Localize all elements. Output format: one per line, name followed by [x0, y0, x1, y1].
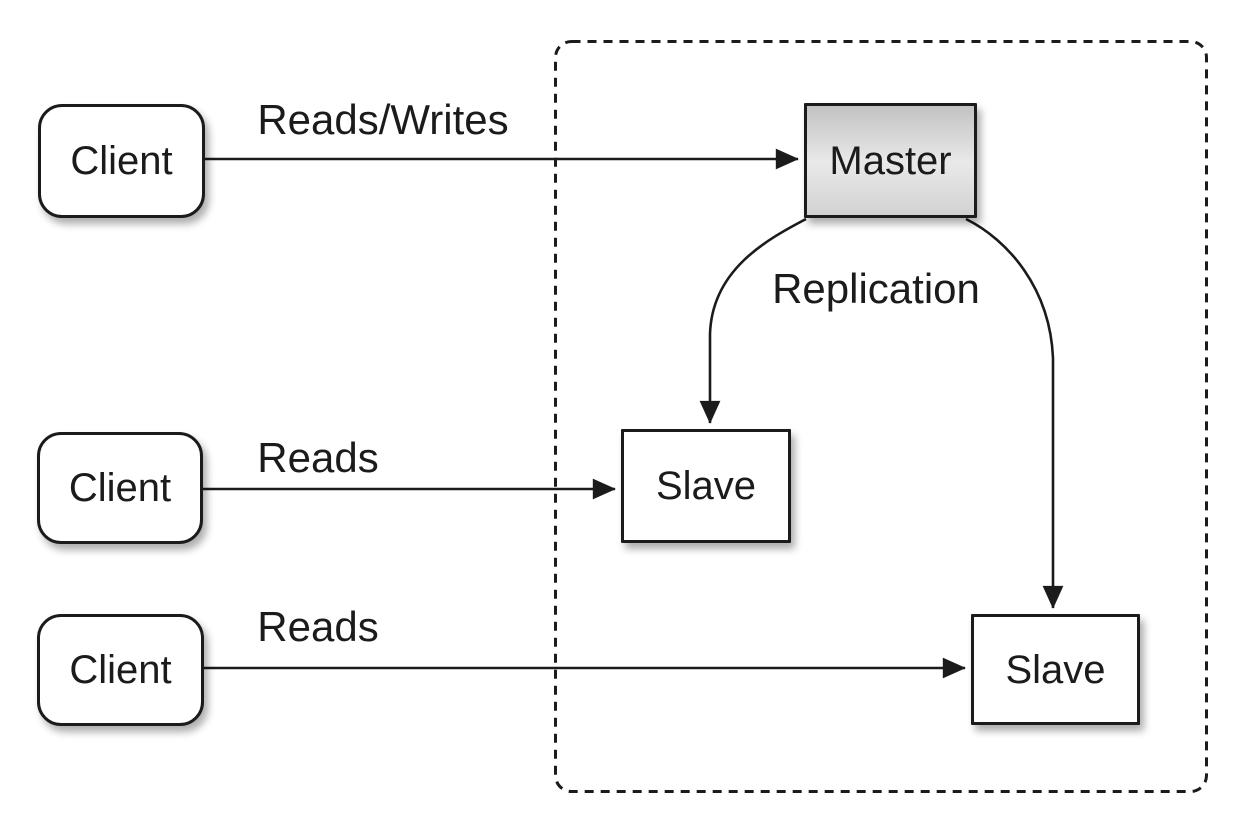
- edge-replication-master-to-slave1: [699, 217, 807, 424]
- node-slave-2-label: Slave: [1005, 647, 1106, 692]
- node-client-1: Client: [38, 104, 205, 218]
- edge-replication-master-to-slave2: [965, 217, 1064, 609]
- node-master: Master: [804, 103, 977, 218]
- node-slave-2: Slave: [971, 614, 1140, 725]
- cluster-dashed-boundary: [554, 40, 1208, 793]
- edge-label-reads-writes: Reads/Writes: [257, 96, 509, 143]
- node-client-2: Client: [37, 432, 203, 544]
- node-client-3-label: Client: [69, 648, 172, 692]
- edge-label-reads-middle: Reads: [257, 434, 379, 481]
- node-master-label: Master: [829, 138, 952, 183]
- node-client-3: Client: [37, 614, 204, 726]
- node-client-1-label: Client: [70, 139, 173, 183]
- node-client-2-label: Client: [68, 466, 172, 510]
- edge-label-replication: Replication: [772, 265, 980, 312]
- edge-label-reads-bottom: Reads: [257, 603, 379, 650]
- node-slave-1-label: Slave: [655, 464, 757, 508]
- node-slave-1: Slave: [621, 429, 791, 543]
